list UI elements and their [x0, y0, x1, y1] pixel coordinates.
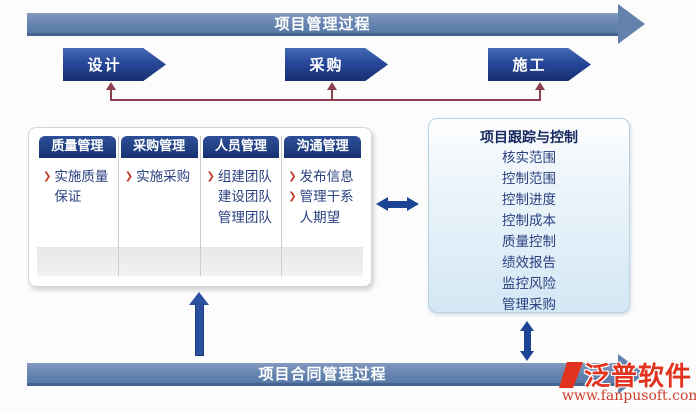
column-items: ❯ 实施质量保证 [37, 158, 118, 208]
column-header-procurement: 采购管理 [120, 136, 198, 158]
list-item: ❯ 管理团队 [207, 208, 279, 228]
phase-button-procurement: 采购 [285, 48, 388, 81]
tracking-item: 管理采购 [502, 297, 556, 313]
column-items: ❯ 组建团队 ❯ 建设团队 ❯ 管理团队 [201, 158, 282, 228]
list-item-label: 发布信息 [299, 169, 354, 185]
column-quality: 质量管理 ❯ 实施质量保证 [37, 136, 119, 276]
list-item-label: 实施质量保证 [54, 169, 109, 206]
column-header-quality: 质量管理 [39, 136, 116, 158]
chevron-bullet-icon: ❯ [288, 171, 297, 182]
up-arrowhead-icon [535, 82, 545, 90]
chevron-bullet-icon: ❯ [206, 171, 215, 182]
tracking-item: 绩效报告 [502, 255, 556, 271]
list-item: ❯ 建设团队 [207, 187, 279, 207]
tracking-item: 控制范围 [502, 171, 556, 187]
process-panel: 质量管理 ❯ 实施质量保证 采购管理 ❯ 实施采购 [28, 127, 372, 287]
red-connector-stub [110, 89, 112, 100]
list-item-label: 管理干系人期望 [299, 189, 354, 226]
tracking-item: 控制成本 [502, 213, 556, 229]
column-items: ❯ 实施采购 [119, 158, 200, 187]
tracking-item: 质量控制 [502, 234, 556, 250]
column-header-communication: 沟通管理 [284, 136, 361, 158]
tracking-item: 核实范围 [502, 150, 556, 166]
top-banner-label: 项目管理过程 [274, 15, 371, 33]
fanpu-logo-icon [559, 362, 583, 388]
phase-button-construction-label: 施工 [512, 56, 547, 74]
list-item-label: 建设团队 [217, 189, 272, 206]
phase-button-procurement-label: 采购 [309, 56, 344, 74]
column-personnel: 人员管理 ❯ 组建团队 ❯ 建设团队 ❯ 管理团队 [201, 136, 283, 276]
column-communication: 沟通管理 ❯ 发布信息 ❯ 管理干系人期望 [282, 136, 363, 276]
top-banner-bar [27, 13, 618, 36]
tracking-item: 控制进度 [502, 192, 556, 208]
red-connector-stub [539, 89, 541, 100]
list-item: ❯ 发布信息 [288, 167, 360, 187]
brand-url: www.fanpusoft.com [562, 388, 696, 404]
chevron-bullet-icon: ❯ [124, 171, 134, 182]
phase-button-design-label: 设计 [87, 56, 122, 74]
list-item-label: 实施采购 [136, 169, 191, 185]
process-panel-body: 质量管理 ❯ 实施质量保证 采购管理 ❯ 实施采购 [37, 136, 363, 276]
bottom-banner-label: 项目合同管理过程 [258, 365, 387, 383]
brand-name: 泛普软件 [584, 362, 693, 392]
tracking-panel-title: 项目跟踪与控制 [480, 130, 578, 146]
list-item-label: 管理团队 [217, 209, 272, 226]
chevron-bullet-icon: ❯ [288, 191, 297, 203]
phase-button-construction: 施工 [488, 48, 591, 81]
phase-button-design: 设计 [63, 48, 166, 81]
top-banner-arrowhead-icon [618, 4, 645, 44]
column-header-personnel: 人员管理 [202, 136, 280, 158]
up-arrowhead-icon [106, 82, 116, 90]
red-connector-stub [331, 89, 333, 100]
red-connector-line [110, 99, 541, 101]
list-item-label: 组建团队 [217, 169, 272, 185]
list-item: ❯ 管理干系人期望 [288, 187, 360, 228]
bottom-banner-bar [27, 363, 618, 386]
column-procurement: 采购管理 ❯ 实施采购 [119, 136, 201, 276]
list-item: ❯ 实施采购 [125, 167, 197, 187]
chevron-bullet-icon: ❯ [43, 171, 52, 182]
bottom-banner-arrowhead-icon [618, 354, 645, 394]
tracking-item: 监控风险 [502, 276, 556, 292]
tracking-panel: 项目跟踪与控制 核实范围 控制范围 控制进度 控制成本 质量控制 绩效报告 监控… [428, 118, 630, 313]
list-item: ❯ 组建团队 [207, 167, 279, 187]
column-items: ❯ 发布信息 ❯ 管理干系人期望 [282, 158, 363, 228]
list-item: ❯ 实施质量保证 [43, 167, 115, 208]
up-arrowhead-icon [327, 82, 337, 90]
